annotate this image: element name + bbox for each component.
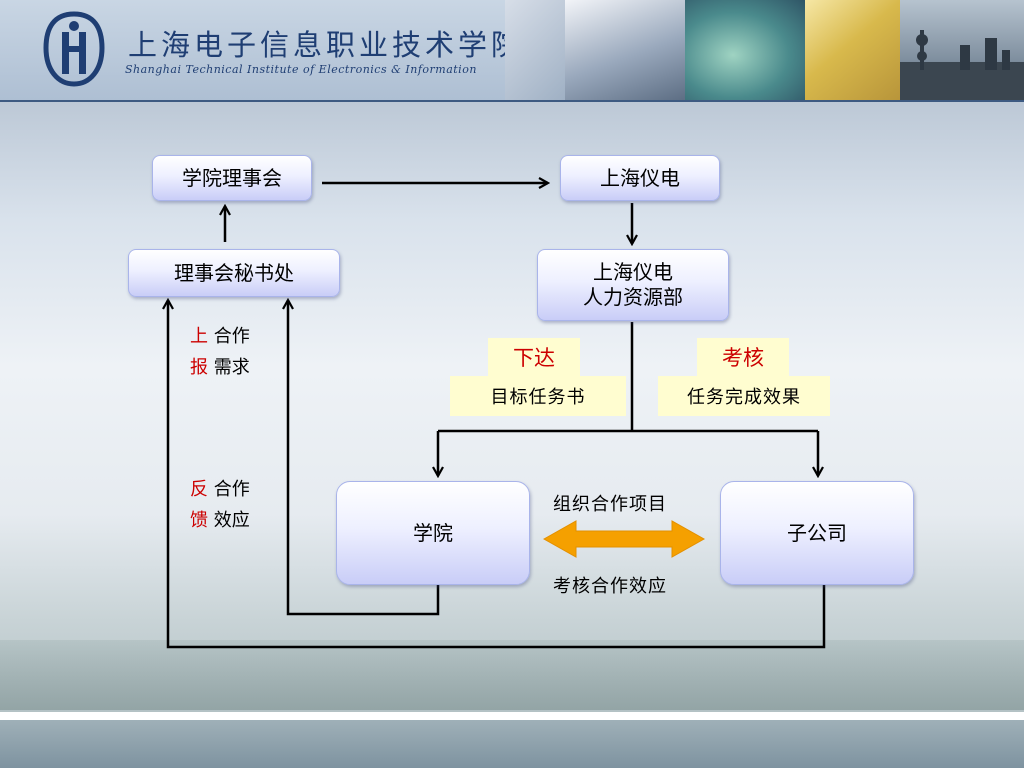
node-yidian-hr-department: 上海仪电 人力资源部: [537, 249, 729, 321]
node-subsidiary: 子公司: [720, 481, 914, 585]
header-photo-hands: [505, 0, 565, 100]
label-feedback-effect-row1: 反 合作: [190, 475, 250, 501]
node-college: 学院: [336, 481, 530, 585]
school-name-english: Shanghai Technical Institute of Electron…: [125, 63, 477, 76]
label-feedback-effect-row2: 馈 效应: [190, 506, 250, 532]
school-logo: [40, 10, 108, 88]
label-report-char1: 上: [190, 326, 208, 347]
header-photo-mouse: [685, 0, 805, 100]
node-hr-line-1: 上海仪电: [593, 260, 673, 284]
footer-divider: [0, 712, 1024, 720]
label-report-char2: 报: [190, 357, 208, 378]
label-demand-word2: 需求: [213, 357, 250, 378]
label-effect-word2: 效应: [213, 510, 250, 531]
footer-band: [0, 720, 1024, 768]
node-college-council: 学院理事会: [152, 155, 312, 201]
node-council-secretariat: 理事会秘书处: [128, 249, 340, 297]
header-photo-skyline: [900, 0, 1024, 100]
header-photo-train: [565, 0, 685, 100]
label-feedback-char2: 馈: [190, 510, 208, 531]
label-organize-cooperation: 组织合作项目: [553, 494, 667, 515]
tag-target-task-book: 目标任务书: [450, 376, 626, 416]
tag-assess: 考核: [697, 338, 789, 376]
label-feedback-char1: 反: [190, 479, 208, 500]
header-photo-cubes: [805, 0, 900, 100]
school-name-chinese: 上海电子信息职业技术学院: [128, 28, 525, 62]
tag-task-result: 任务完成效果: [658, 376, 830, 416]
label-report-demand-row2: 报 需求: [190, 353, 250, 379]
arrow-college-to-secretariat: [288, 300, 440, 616]
header-banner: 上海电子信息职业技术学院 Shanghai Technical Institut…: [0, 0, 1024, 102]
label-effect-word1: 合作: [213, 479, 250, 500]
node-shanghai-yidian: 上海仪电: [560, 155, 720, 201]
label-report-demand-row1: 上 合作: [190, 322, 250, 348]
tag-issue: 下达: [488, 338, 580, 376]
arrow-subsidiary-to-secretariat: [168, 300, 826, 649]
label-demand-word1: 合作: [213, 326, 250, 347]
label-evaluate-cooperation: 考核合作效应: [553, 576, 667, 597]
double-arrow-college-subsidiary: [542, 520, 706, 558]
node-hr-line-2: 人力资源部: [583, 285, 683, 309]
campus-road-background: [0, 640, 1024, 710]
